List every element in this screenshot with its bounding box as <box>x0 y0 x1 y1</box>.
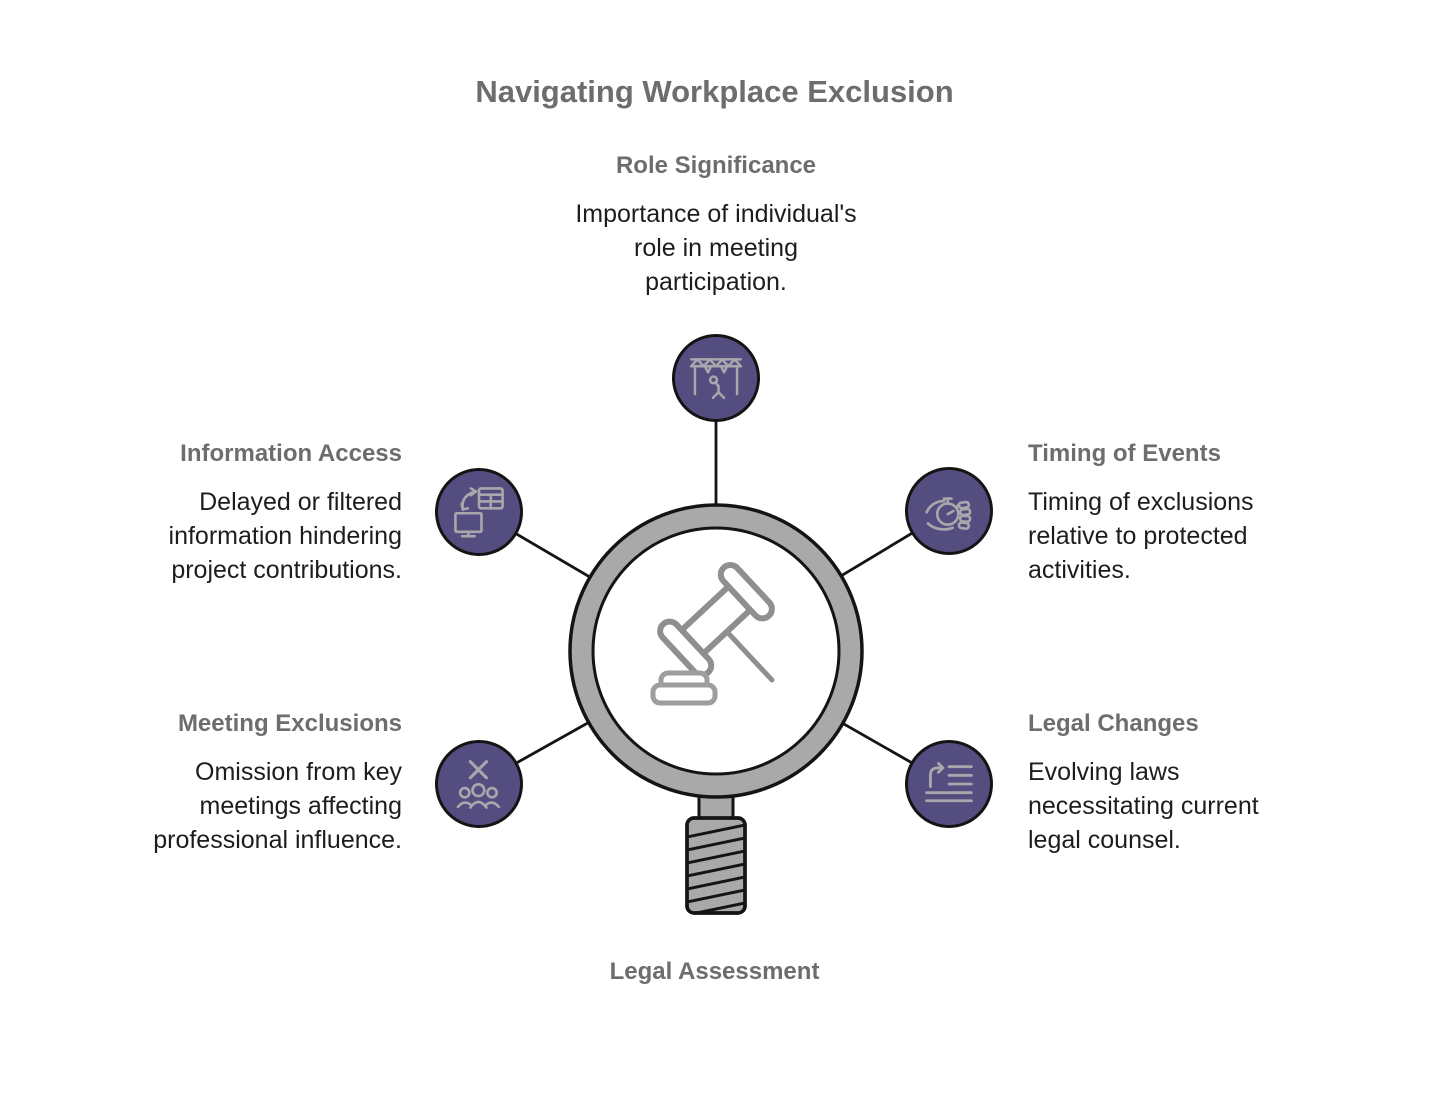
center-label: Legal Assessment <box>609 958 820 985</box>
node-description: Importance of individual's role in meeti… <box>575 200 857 296</box>
node-heading: Information Access <box>180 440 402 467</box>
node-circle-legal-changes <box>905 740 993 828</box>
data-transfer-icon <box>454 487 504 538</box>
node-description: Evolving laws necessitating current lega… <box>1028 758 1259 854</box>
node-heading: Timing of Events <box>1028 440 1221 467</box>
node-description: Timing of exclusions relative to protect… <box>1028 488 1254 584</box>
people-x-icon <box>456 760 501 809</box>
node-description: Delayed or filtered information hinderin… <box>168 488 402 584</box>
node-circle-meeting-exclusions <box>435 740 523 828</box>
node-heading: Meeting Exclusions <box>177 710 402 737</box>
node-circle-timing-of-events <box>905 467 993 555</box>
node-text-timing-of-events: Timing of Events Timing of exclusions re… <box>1028 440 1293 587</box>
node-circle-role-significance <box>672 334 760 422</box>
node-text-meeting-exclusions: Meeting Exclusions Omission from key mee… <box>152 710 402 857</box>
node-text-legal-changes: Legal Changes Evolving laws necessitatin… <box>1028 710 1268 857</box>
stopwatch-hand-icon <box>925 497 972 531</box>
node-description: Omission from key meetings affecting pro… <box>153 758 402 854</box>
text-change-icon <box>925 762 973 803</box>
node-text-information-access: Information Access Delayed or filtered i… <box>152 440 402 587</box>
gavel-icon <box>650 562 775 706</box>
magnifier-handle <box>685 816 747 915</box>
node-circle-information-access <box>435 468 523 556</box>
magnifier-lens <box>568 503 864 799</box>
node-heading: Legal Changes <box>1028 710 1199 737</box>
node-text-role-significance: Role Significance Importance of individu… <box>571 152 861 299</box>
stage-truss-icon <box>689 358 743 400</box>
page-title: Navigating Workplace Exclusion <box>475 74 954 109</box>
node-heading: Role Significance <box>615 152 817 179</box>
